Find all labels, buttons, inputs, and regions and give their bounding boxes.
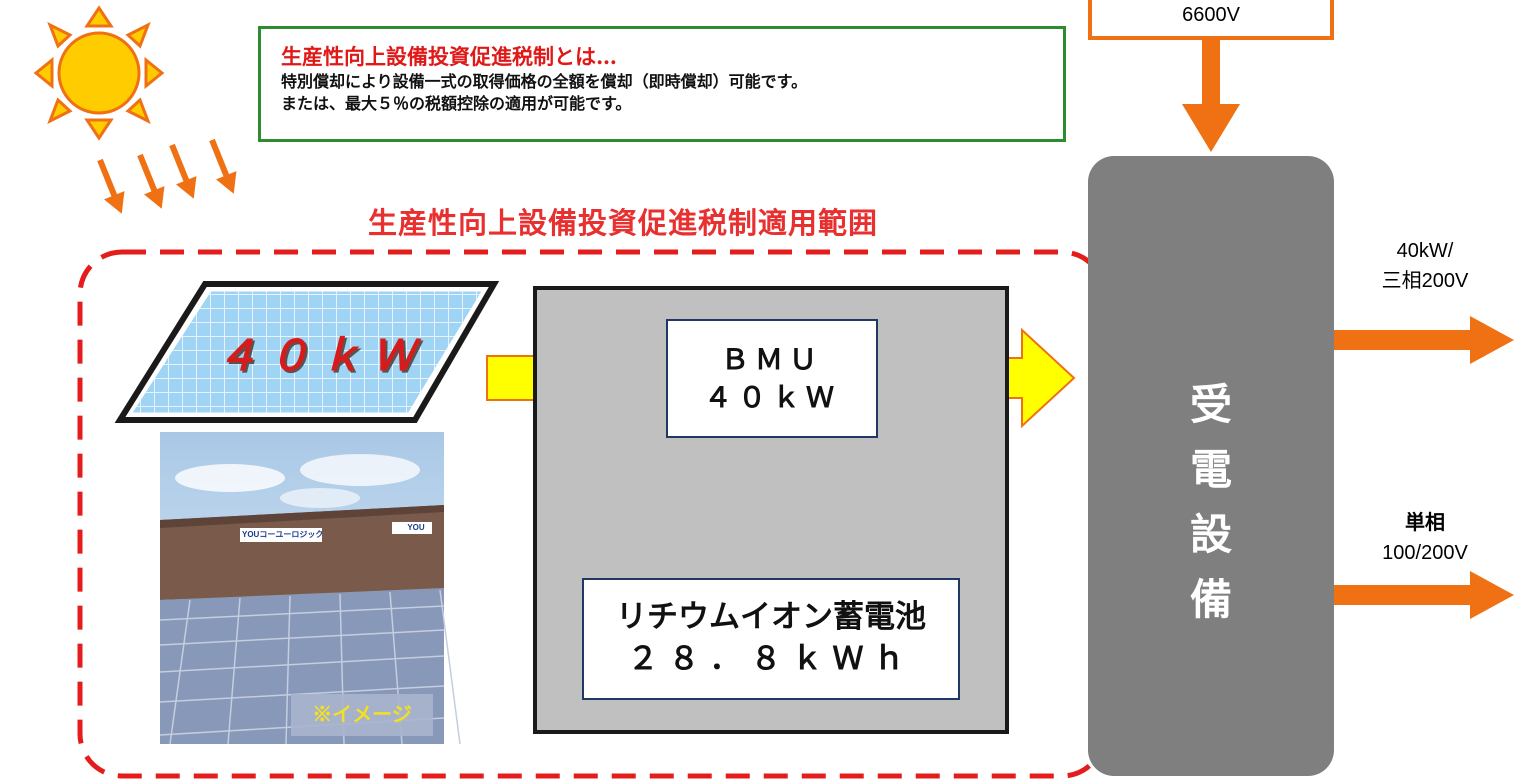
photo-sign-text: YOUコーユーロジックス xyxy=(242,530,322,539)
sun-icon xyxy=(33,5,165,141)
arrow-supply-down xyxy=(1182,40,1240,152)
photo-caption: ※イメージ xyxy=(291,694,433,736)
tax-info-line-1: 特別償却により設備一式の取得価格の全額を償却（即時償却）可能です。 xyxy=(281,72,808,91)
battery-box: リチウムイオン蓄電池 ２８．８ｋＷｈ xyxy=(582,578,960,700)
receiving-equipment: 受 電 設 備 xyxy=(1088,156,1334,776)
output-single-phase-line-1: 単相 xyxy=(1405,512,1445,534)
bmu-box: ＢＭＵ ４０ｋＷ xyxy=(666,319,878,438)
scope-title: 生産性向上設備投資促進税制適用範囲 xyxy=(367,206,878,240)
arrow-output-single-phase xyxy=(1316,571,1514,619)
photo-sign-text-2: YOU xyxy=(407,523,425,532)
bmu-label: ＢＭＵ xyxy=(720,343,823,376)
arrow-output-three-phase xyxy=(1316,316,1514,364)
tax-info-box: 生産性向上設備投資促進税制とは… 特別償却により設備一式の取得価格の全額を償却（… xyxy=(258,26,1066,142)
output-three-phase-line-1: 40kW/ xyxy=(1396,240,1454,262)
sunlight-arrows-icon xyxy=(97,138,237,214)
tax-info-title: 生産性向上設備投資促進税制とは… xyxy=(281,44,617,69)
solar-panel-label: ４０ｋＷ xyxy=(215,331,424,380)
battery-label: リチウムイオン蓄電池 xyxy=(616,599,926,635)
battery-capacity: ２８．８ｋＷｈ xyxy=(627,641,915,677)
output-single-phase-line-2: 100/200V xyxy=(1382,542,1468,564)
receiver-char-2: 電 xyxy=(1189,445,1232,494)
supply-voltage: 6600V xyxy=(1182,4,1240,26)
receiver-char-4: 備 xyxy=(1189,575,1232,624)
tax-info-line-2: または、最大５％の税額控除の適用が可能です。 xyxy=(281,94,632,113)
solar-panel-icon xyxy=(114,281,500,423)
output-three-phase-label: 40kW/ 三相200V xyxy=(1340,236,1510,296)
receiver-char-1: 受 xyxy=(1189,380,1232,429)
output-three-phase-line-2: 三相200V xyxy=(1381,270,1469,292)
bmu-capacity: ４０ｋＷ xyxy=(703,381,840,414)
supply-voltage-box: 6600V xyxy=(1088,0,1334,40)
solar-roof-photo xyxy=(159,432,461,745)
output-single-phase-label: 単相 100/200V xyxy=(1340,508,1510,568)
receiver-char-3: 設 xyxy=(1189,510,1232,559)
